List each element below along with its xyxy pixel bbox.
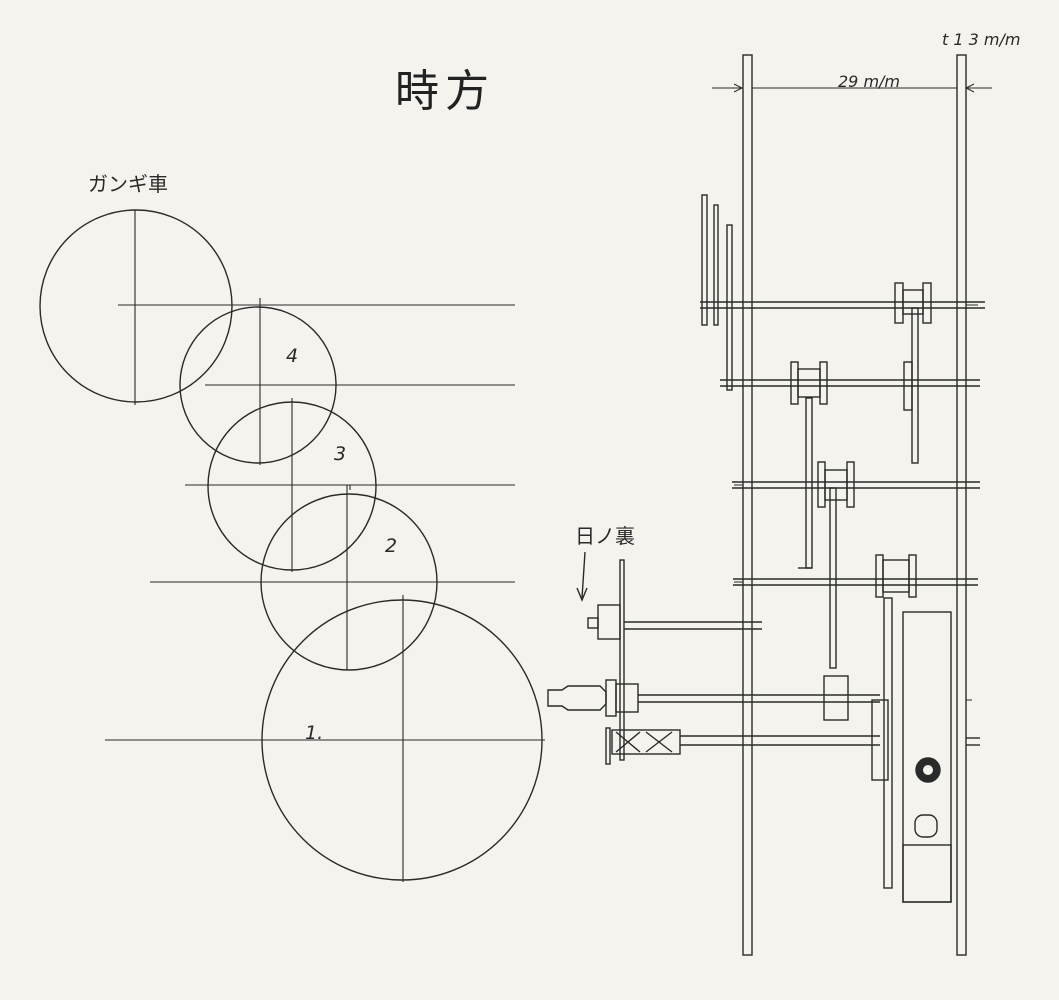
wheel-layout	[39, 209, 588, 882]
page-title: 時方	[395, 66, 495, 117]
wheel-4	[179, 306, 337, 464]
hinoura-arrow	[581, 551, 586, 599]
arbor-escape	[700, 194, 985, 464]
hinoura-label: 日ノ裏	[575, 524, 635, 548]
barrel-housing	[902, 611, 952, 903]
arbor-3rd	[732, 461, 980, 669]
wheel-1-label: 1.	[305, 722, 324, 744]
wheel-4-label: 4	[286, 345, 299, 367]
setting-hole	[914, 814, 938, 838]
plate-spacing-label: 29 m/m	[838, 72, 901, 91]
wheel-2-label: 2	[385, 535, 398, 557]
wheel-2	[260, 493, 438, 671]
movement-side-view	[547, 54, 992, 956]
front-plate	[742, 54, 753, 956]
plate-thickness-label: t 1 3 m/m	[942, 30, 1021, 49]
arbor-center	[547, 675, 880, 721]
wheel-1	[261, 599, 543, 881]
arbor-2nd	[733, 554, 978, 889]
arbor-main	[605, 699, 980, 781]
pivot-stubs	[734, 304, 978, 701]
wheel-3	[207, 401, 377, 571]
wheel-3-label: 3	[334, 443, 347, 465]
gangi-wheel-label: ガンギ車	[88, 172, 168, 196]
back-plate	[956, 54, 967, 956]
arbor-hinoura	[587, 559, 762, 761]
arbor-4th	[720, 361, 980, 569]
gangi-wheel	[39, 209, 233, 403]
center-lines	[105, 210, 545, 882]
